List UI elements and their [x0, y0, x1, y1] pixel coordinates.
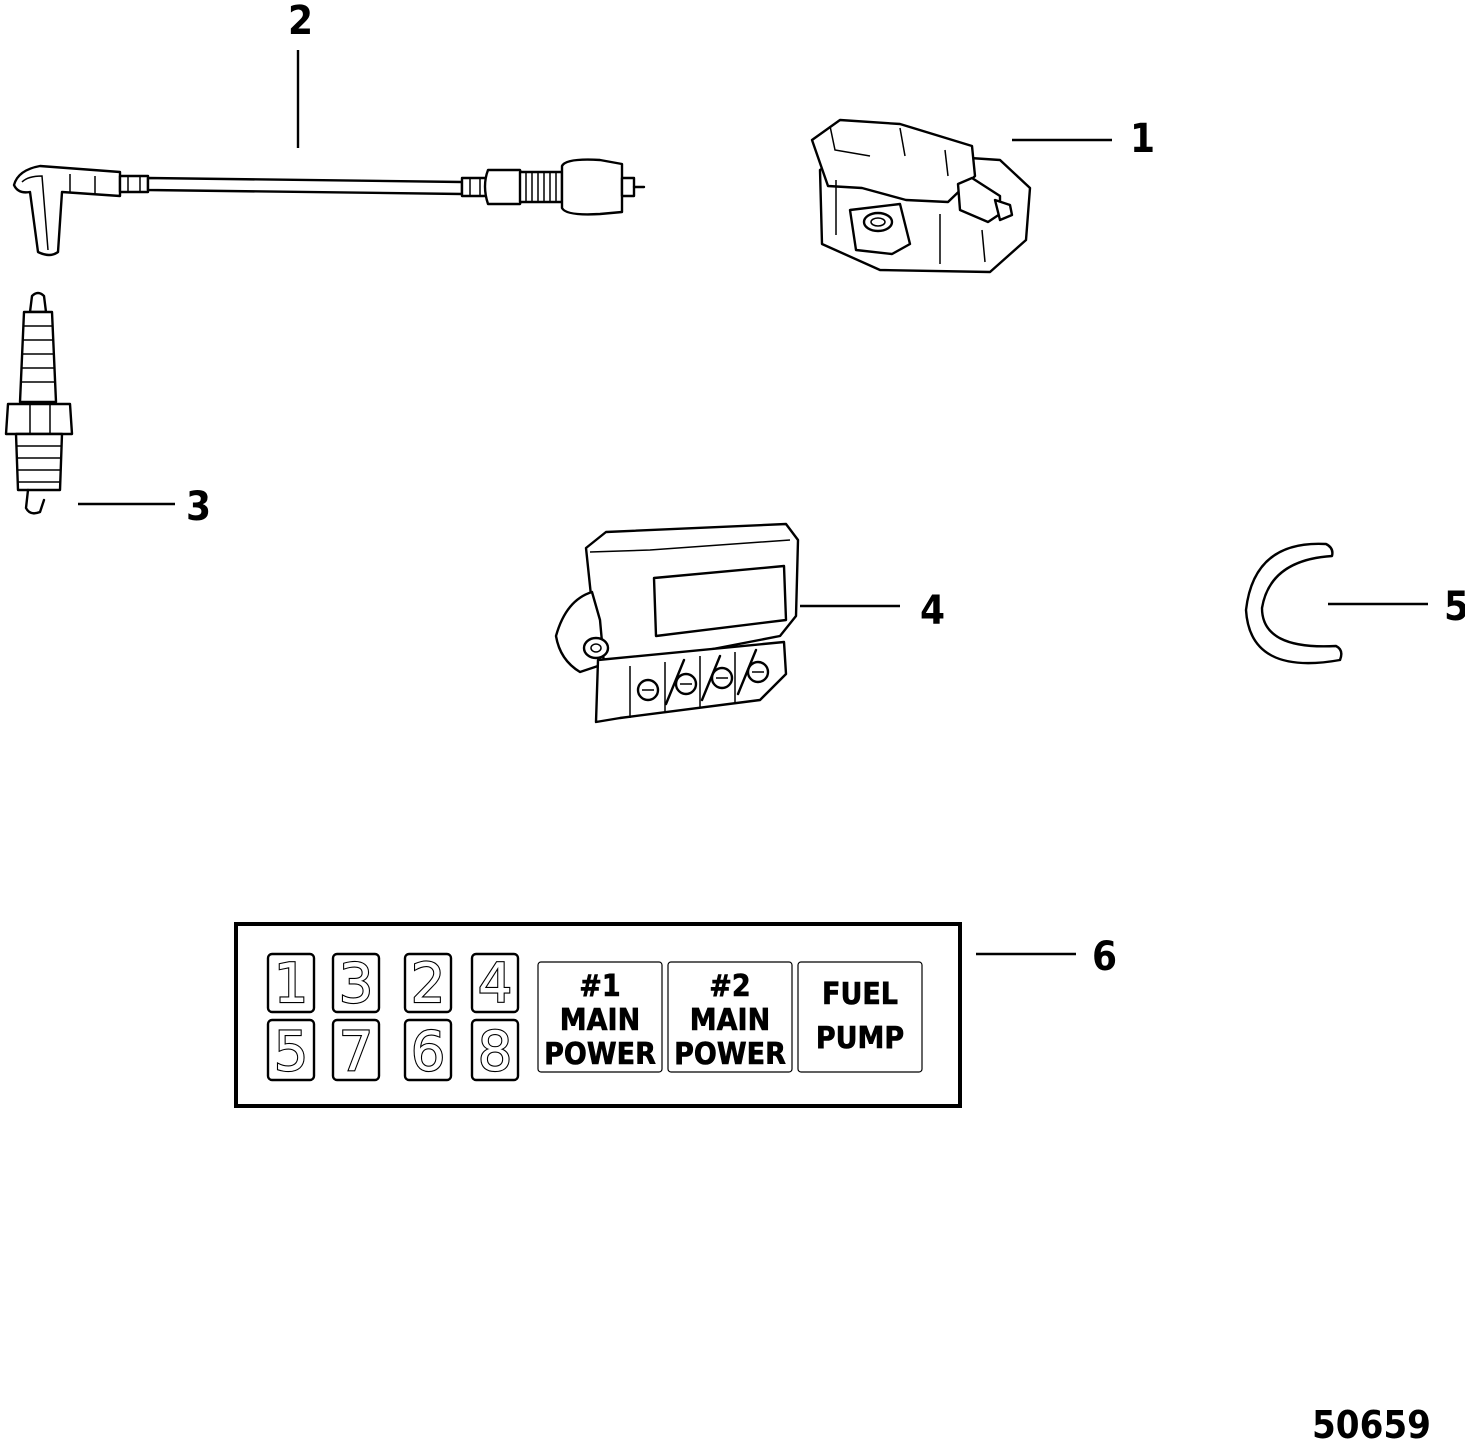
decal-number-5: 5	[274, 1020, 308, 1083]
callout-4: 4	[920, 588, 945, 634]
fuse-decal: 1 3 2 4 5 7 6 8 #1 MAIN POWER #2 MAIN PO…	[234, 922, 962, 1108]
spark-plug-wire	[12, 158, 646, 257]
fuse3-line1: FUEL	[822, 977, 898, 1012]
callout-5: 5	[1444, 584, 1465, 630]
decal-number-3: 3	[339, 952, 373, 1015]
decal-number-6: 6	[411, 1020, 445, 1083]
decal-number-4: 4	[478, 952, 512, 1015]
spark-plug	[4, 291, 74, 515]
relay-module	[554, 522, 800, 724]
ignition-coil	[810, 118, 1032, 274]
fuse1-line1: #1	[579, 969, 620, 1004]
callout-2: 2	[288, 0, 313, 44]
decal-number-2: 2	[411, 952, 445, 1015]
decal-number-1: 1	[274, 952, 308, 1015]
figure-number: 50659	[1312, 1403, 1431, 1446]
callout-1: 1	[1130, 116, 1155, 162]
fuse2-line1: #2	[709, 969, 750, 1004]
callout-6: 6	[1092, 934, 1117, 980]
fuse3-line2: PUMP	[816, 1021, 904, 1056]
retaining-clip	[1244, 542, 1343, 665]
fuse2-line3: POWER	[674, 1037, 786, 1072]
decal-number-8: 8	[478, 1020, 512, 1083]
fuse1-line2: MAIN	[560, 1003, 640, 1038]
fuse2-line2: MAIN	[690, 1003, 770, 1038]
callout-3: 3	[186, 484, 211, 530]
decal-number-7: 7	[339, 1020, 373, 1083]
fuse1-line3: POWER	[544, 1037, 656, 1072]
